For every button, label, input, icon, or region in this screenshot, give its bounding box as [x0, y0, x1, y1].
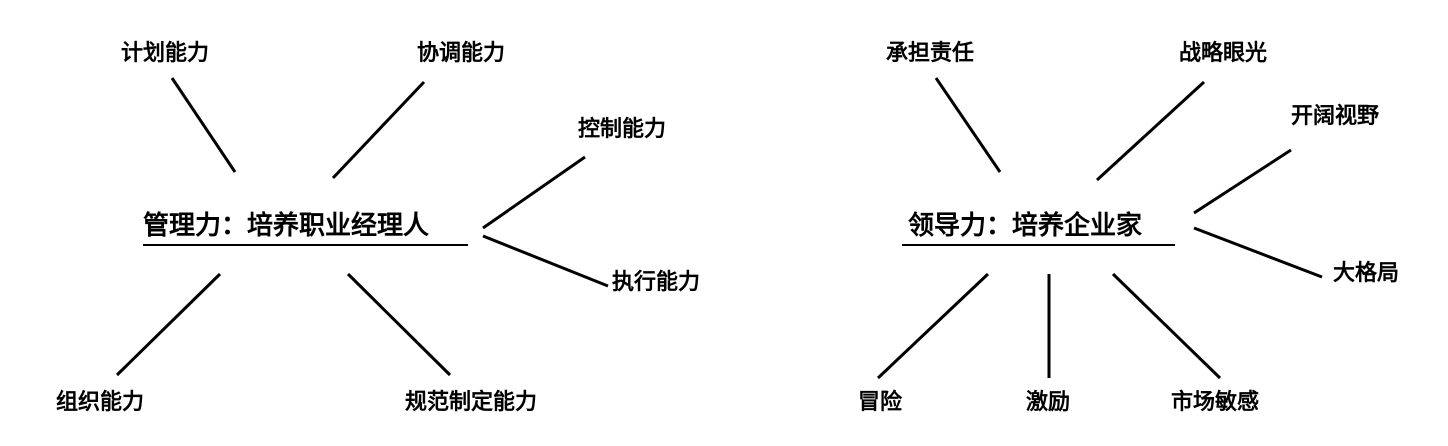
management-title: 管理力：培养职业经理人	[143, 211, 430, 241]
connector-control	[482, 155, 586, 230]
management-title-underline	[143, 244, 468, 246]
connector-responsibility	[934, 77, 1002, 173]
branch-organization: 组织能力	[56, 390, 145, 415]
branch-norm-setting: 规范制定能力	[405, 390, 538, 415]
branch-broad-view: 开阔视野	[1291, 104, 1380, 129]
connector-big-picture	[1193, 226, 1323, 279]
branch-coordination: 协调能力	[417, 41, 506, 66]
connector-planning	[170, 77, 237, 173]
connector-risk	[876, 272, 990, 380]
branch-big-picture: 大格局	[1333, 261, 1400, 286]
connector-vision	[1095, 80, 1206, 182]
branch-control: 控制能力	[578, 117, 667, 142]
branch-execution: 执行能力	[612, 270, 701, 295]
branch-responsibility: 承担责任	[886, 41, 975, 66]
leadership-title: 领导力：培养企业家	[908, 211, 1143, 241]
leadership-title-underline	[902, 244, 1175, 246]
branch-vision: 战略眼光	[1179, 41, 1268, 66]
branch-risk: 冒险	[858, 390, 903, 415]
branch-market-sense: 市场敏感	[1171, 390, 1260, 415]
connector-organization	[115, 272, 222, 377]
branch-planning: 计划能力	[121, 41, 210, 66]
connector-execution	[482, 234, 609, 288]
branch-motivation: 激励	[1026, 390, 1071, 415]
connector-norm-setting	[346, 272, 452, 377]
connector-coordination	[331, 80, 426, 180]
connector-market-sense	[1111, 272, 1222, 380]
connector-broad-view	[1193, 148, 1292, 215]
